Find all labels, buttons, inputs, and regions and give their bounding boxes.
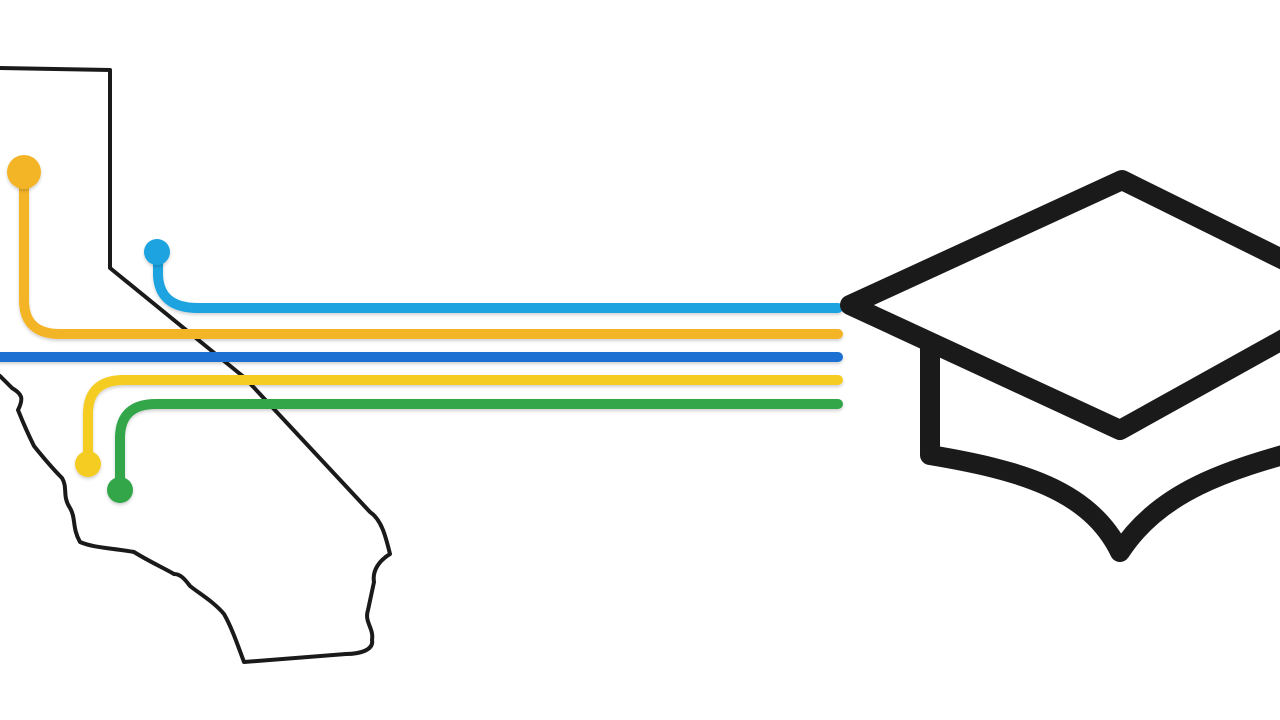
california-map-icon [0, 66, 392, 664]
start-dot-yellow [75, 451, 101, 477]
start-dot-orange [7, 155, 41, 189]
pathway-orange [19, 167, 843, 339]
pathway-start-dots [7, 155, 170, 503]
pathway-yellow [83, 375, 843, 469]
graduation-cap-icon [840, 170, 1280, 562]
pathway-green [115, 399, 843, 495]
start-dot-blue [144, 239, 170, 265]
pathway-lines [0, 167, 843, 495]
pathway-blue-top [153, 247, 843, 313]
start-dot-green [107, 477, 133, 503]
